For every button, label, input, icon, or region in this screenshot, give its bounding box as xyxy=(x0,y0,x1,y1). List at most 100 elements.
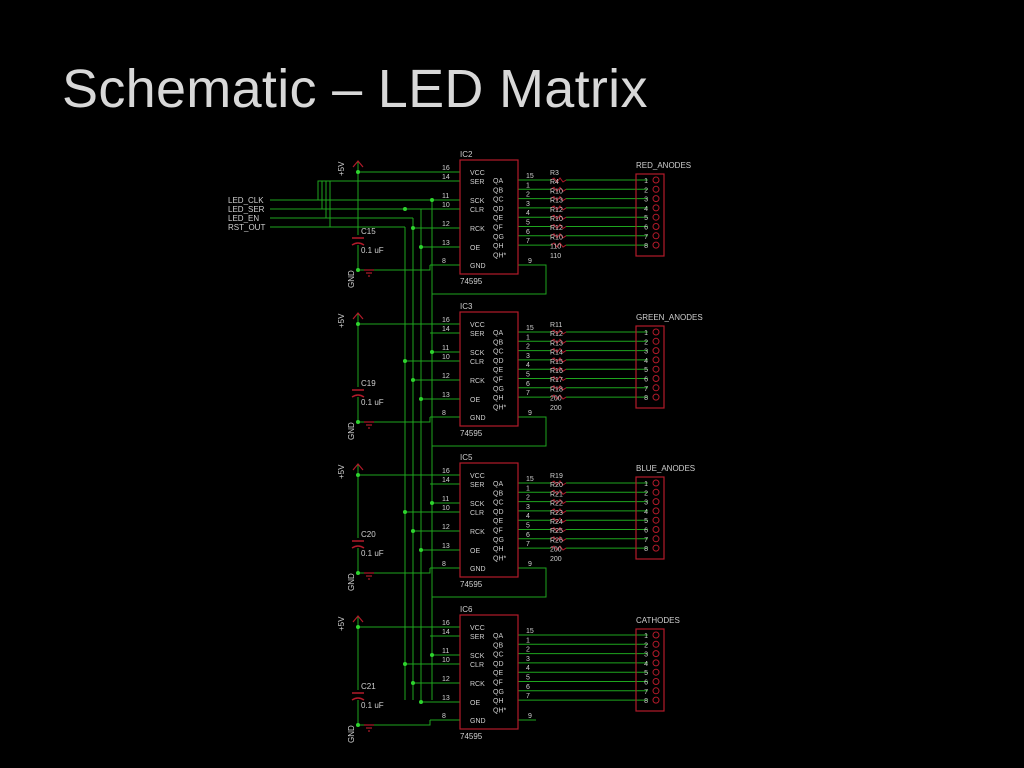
pin-number: 6 xyxy=(526,532,530,539)
ic-pin-label: QA xyxy=(493,633,503,640)
resistor-label: R10 xyxy=(550,216,563,223)
resistor-label: R10 xyxy=(550,188,563,195)
header-pin-number: 6 xyxy=(644,225,648,232)
resistor-label: 110 xyxy=(550,244,561,251)
junction-dot xyxy=(356,571,360,575)
resistor-label: 110 xyxy=(550,253,561,260)
ic-pin-label: QF xyxy=(493,528,503,535)
pin-number: 10 xyxy=(442,202,450,209)
junction-dot xyxy=(419,397,423,401)
resistor xyxy=(550,357,567,363)
input-wire xyxy=(270,181,319,201)
pin-number: 2 xyxy=(526,495,530,502)
power-arrow xyxy=(352,312,364,320)
pin-number: 14 xyxy=(442,174,450,181)
header-pin-number: 2 xyxy=(644,339,648,346)
ic-part: 74595 xyxy=(460,277,483,286)
header-pin xyxy=(652,687,660,695)
resistor xyxy=(550,338,567,345)
pin-number: 8 xyxy=(442,410,446,417)
header-pin-number: 7 xyxy=(644,386,648,393)
ic-pin-label: QB xyxy=(493,187,503,194)
junction-dot xyxy=(430,198,434,202)
header-pin xyxy=(652,650,660,658)
junction-dot xyxy=(403,359,407,363)
header-pin-number: 4 xyxy=(644,206,648,213)
header-pin-number: 5 xyxy=(644,518,648,525)
resistor xyxy=(550,535,567,542)
junction-dot xyxy=(430,350,434,354)
header-pin xyxy=(652,678,660,685)
pin-number: 4 xyxy=(526,210,530,217)
ic-part: 74595 xyxy=(460,732,483,741)
junction-dot xyxy=(411,378,415,382)
ic-pin-label: RCK xyxy=(470,226,485,233)
header-body xyxy=(635,476,665,560)
ic-pin-label: OE xyxy=(470,397,480,404)
pin-number: 3 xyxy=(526,353,530,360)
resistor-label: R15 xyxy=(550,359,563,366)
header-pin-number: 1 xyxy=(644,633,648,640)
header-pin-number: 5 xyxy=(644,367,648,374)
ic-pin-label: RCK xyxy=(470,378,485,385)
ic-pin-label: QC xyxy=(493,349,504,356)
resistor-label: R20 xyxy=(550,482,563,489)
resistor-label: R10 xyxy=(550,234,563,241)
input-label-led-en: LED_EN xyxy=(228,214,259,223)
header-pin-number: 6 xyxy=(644,528,648,535)
header-pin xyxy=(652,213,660,221)
pin-number: 13 xyxy=(442,392,450,399)
header-pin xyxy=(652,488,660,496)
ic-part: 74595 xyxy=(460,429,483,438)
ic-pin-label: SER xyxy=(470,179,484,186)
ic-pin-label: SER xyxy=(470,634,484,641)
ic-pin-label: QF xyxy=(493,377,503,384)
pin-number: 7 xyxy=(526,238,530,245)
cap-value: 0.1 uF xyxy=(361,549,384,558)
ic-pin-label: SCK xyxy=(470,350,485,357)
ic-body xyxy=(459,311,519,427)
pin-number: 5 xyxy=(526,220,530,227)
pin-number: 12 xyxy=(442,221,450,228)
pin-number: 11 xyxy=(442,345,449,352)
ic-part: 74595 xyxy=(460,580,483,589)
ic-pin-label: QG xyxy=(493,234,504,241)
pin-number: 2 xyxy=(526,647,530,654)
junction-dot xyxy=(356,625,360,629)
junction-dot xyxy=(356,420,360,424)
header-pin xyxy=(652,347,660,355)
power-label: +5V xyxy=(337,161,346,176)
cap-value: 0.1 uF xyxy=(361,246,384,255)
junction-dot xyxy=(430,501,434,505)
pin-number: 13 xyxy=(442,543,450,550)
pin-number: 7 xyxy=(526,693,530,700)
resistor xyxy=(550,498,567,505)
pin-number: 14 xyxy=(442,477,450,484)
resistor-label: R12 xyxy=(550,225,563,232)
pin-number: 10 xyxy=(442,505,450,512)
ic-pin-label: QC xyxy=(493,500,504,507)
header-pin xyxy=(652,384,660,392)
ic-ref: IC5 xyxy=(460,453,473,462)
header-pin xyxy=(652,544,660,552)
header-pin xyxy=(652,535,660,543)
ic-pin-label: QH* xyxy=(493,252,507,259)
ic-pin-label: GND xyxy=(470,718,486,725)
ic-pin-label: RCK xyxy=(470,529,485,536)
ic-pin-label: QD xyxy=(493,661,504,668)
ic-pin-label: CLR xyxy=(470,207,484,214)
resistor xyxy=(550,223,567,230)
ic-body xyxy=(459,462,519,578)
header-pin xyxy=(652,659,660,667)
header-pin-number: 6 xyxy=(644,680,648,687)
header-pin-number: 8 xyxy=(644,546,648,553)
ic-pin-label: QH xyxy=(493,698,504,705)
junction-dot xyxy=(403,510,407,514)
ic-ref: IC6 xyxy=(460,605,473,614)
slide-title: Schematic – LED Matrix xyxy=(62,59,648,119)
ic-pin-label: CLR xyxy=(470,359,484,366)
resistor-label: R21 xyxy=(550,491,563,498)
cap-plate xyxy=(351,545,365,549)
header-pin xyxy=(652,185,660,193)
